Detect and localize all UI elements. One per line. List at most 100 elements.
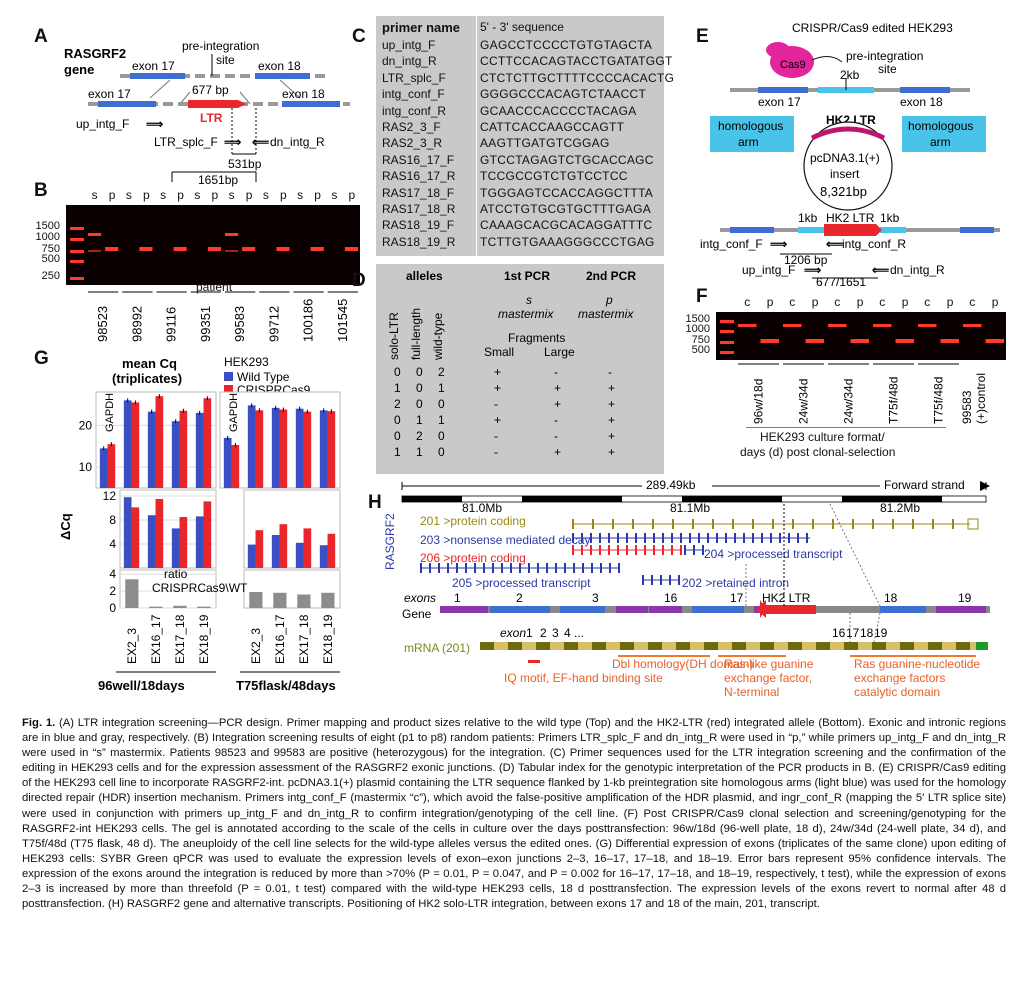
mrna-exon-block — [536, 642, 550, 650]
patient-id: 101545 — [335, 299, 350, 342]
transcript-exon — [626, 533, 628, 543]
svg-text:⟹: ⟹ — [146, 117, 163, 131]
dom-ras2a: Ras guanine-nucleotide — [854, 657, 980, 671]
panel-f-letter: F — [696, 286, 708, 307]
transcript-exon — [792, 519, 794, 529]
allele-cell: 0 — [394, 365, 401, 379]
h-hk2-label: HK2 LTR — [762, 591, 811, 605]
mrna-exon-block — [620, 642, 634, 650]
transcript-exon — [725, 533, 727, 543]
transcript-exon — [617, 533, 619, 543]
strand-label: Forward strand — [884, 478, 965, 492]
e-pre-integration: pre-integration — [846, 49, 923, 63]
allele-cell: + — [554, 397, 561, 411]
small-header: Small — [484, 345, 514, 359]
transcript-exon — [599, 545, 601, 555]
allele-cell: - — [554, 429, 558, 443]
transcript-exon — [653, 545, 655, 555]
primer-seq-cell: TCTTGTGAAAGGGCCCTGAG — [480, 234, 655, 249]
patient-id: 99116 — [164, 307, 179, 342]
homologous-right: homologous — [908, 119, 973, 133]
allele-cell: 1 — [438, 381, 445, 395]
patient-id: 99351 — [198, 306, 213, 342]
gel-f-ladder-label: 1500 — [685, 313, 710, 325]
gene-title: RASGRF2 — [64, 46, 126, 61]
gel-b — [66, 205, 360, 285]
transcript-exon — [693, 545, 695, 555]
patient-id: 99712 — [266, 306, 281, 342]
primer-seq-cell: TCCGCCGTCTGTCCTCC — [480, 169, 628, 184]
mrna-exon-block — [508, 642, 522, 650]
gel-f-lane-label: c — [924, 295, 931, 309]
allele-cell: - — [494, 429, 498, 443]
primer-seq-cell: CCTTCCACAGTACCTGATATGGT — [480, 54, 673, 69]
allele-cell: 0 — [438, 429, 445, 443]
primer-divider — [476, 16, 477, 256]
gapdh-label-2: GAPDH — [228, 393, 240, 432]
mrna-exon-block — [704, 642, 718, 650]
gel-b-band — [242, 247, 256, 251]
transcript-exon — [832, 519, 834, 529]
primer-seq-cell: AAGTTGATGTCGGAG — [480, 136, 610, 151]
dom-ras1c: N-terminal — [724, 685, 779, 699]
transcript-exon — [698, 533, 700, 543]
bar — [321, 592, 335, 608]
primer-seq-cell: CTCTCTTGCTTTTCCCCACACTG — [480, 70, 675, 85]
arm-left: arm — [738, 135, 759, 149]
gel-f-ladder-label: 500 — [691, 344, 710, 356]
caption-fig-label: Fig. 1. — [22, 717, 56, 729]
t202-label: 202 >retained intron — [682, 576, 789, 590]
mrna-number: 16 — [832, 626, 846, 640]
gene-exon-block — [560, 606, 605, 613]
allele-cell: - — [608, 365, 612, 379]
transcript-exon — [519, 563, 521, 573]
transcript-exon — [590, 545, 592, 555]
mb1-label: 81.0Mb — [462, 501, 502, 515]
t205-label: 205 >processed transcript — [452, 576, 591, 590]
gel-f-band — [940, 339, 959, 343]
transcript-exon — [420, 563, 422, 573]
transcript-exon — [626, 545, 628, 555]
transcript-exon — [662, 533, 664, 543]
exon-number: 19 — [958, 591, 972, 605]
transcript-exon — [572, 519, 574, 529]
gel-f-band — [805, 339, 824, 343]
group-label: T75f/48d — [887, 377, 901, 424]
mrna-number: 1 — [526, 626, 533, 640]
gel-b-lane-label: s — [91, 188, 98, 202]
plasmid-size: 8,321bp — [820, 184, 867, 199]
bar — [297, 594, 311, 608]
x-category: EX18_19 — [321, 614, 335, 664]
transcript-exon — [797, 533, 799, 543]
y-tick: 0 — [109, 601, 116, 615]
plasmid-insert: insert — [830, 167, 860, 181]
gel-b-ladder-label: 750 — [41, 243, 60, 255]
gel-b-lane-label: p — [177, 188, 184, 202]
transcript-exon — [564, 563, 566, 573]
transcript-exon — [672, 519, 674, 529]
transcript-exon — [546, 563, 548, 573]
col-full-length: full-length — [409, 308, 423, 360]
gel-f-band — [918, 324, 937, 327]
dn-intg-r-label: dn_intg_R — [270, 135, 325, 149]
svg-text:⟹: ⟹ — [804, 263, 821, 277]
culture-caption-1: HEK293 culture format/ — [760, 430, 885, 444]
bar — [279, 409, 288, 488]
gel-f-band — [828, 324, 847, 327]
allele-cell: 0 — [416, 365, 423, 379]
primer-name-cell: up_intg_F — [382, 38, 436, 52]
mrna-exon-block — [760, 642, 774, 650]
gel-f-lane-label: c — [834, 295, 841, 309]
transcript-exon — [779, 533, 781, 543]
bar — [319, 410, 328, 488]
bar — [295, 542, 304, 568]
large-header: Large — [544, 345, 575, 359]
transcript-exon — [788, 533, 790, 543]
primer-name-cell: RAS17_18_R — [382, 202, 456, 216]
gel-f-lane-label: p — [946, 295, 954, 309]
e-site: site — [878, 62, 897, 76]
allele-cell: 0 — [438, 445, 445, 459]
bp677-label: 677 bp — [192, 83, 229, 97]
bar — [319, 545, 328, 568]
